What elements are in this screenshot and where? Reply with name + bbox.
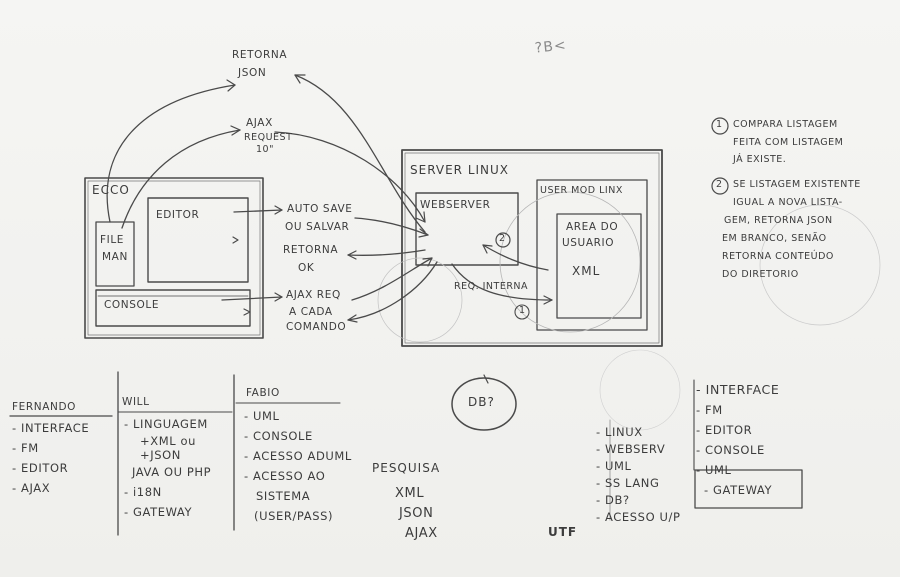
note-2-line-3: GEM, RETORNA JSON	[724, 215, 833, 226]
webserver-box	[415, 192, 519, 266]
ecco-title: ECCO	[92, 183, 130, 197]
xml-label: XML	[572, 264, 601, 278]
will-item: +XML ou	[140, 434, 197, 448]
webserver-label: WEBSERVER	[420, 199, 491, 211]
note-2-line-1: SE LISTAGEM EXISTENTE	[733, 179, 861, 190]
note-1-line-1: COMPARA LISTAGEM	[733, 119, 838, 130]
fabio-title: FABIO	[246, 387, 280, 399]
auto-save-label-2: OU SALVAR	[285, 221, 350, 233]
fabio-item: - ACESSO AO	[244, 469, 326, 483]
right-list-a: - LINUX - WEBSERV - UML - SS LANG - DB? …	[596, 424, 681, 526]
pesquisa-item: XML	[395, 486, 425, 501]
fernando-item: - FM	[12, 441, 39, 455]
file-man-box	[95, 221, 135, 287]
area-usuario-box	[556, 213, 642, 319]
will-item: JAVA OU PHP	[132, 465, 212, 479]
area-usuario-label-1: AREA DO	[566, 221, 619, 233]
note-1-line-2: FEITA COM LISTAGEM	[733, 137, 844, 148]
note-1-line-3: JÁ EXISTE.	[733, 154, 787, 165]
right-list-a-item: - SS LANG	[596, 476, 660, 490]
retorna-json-label-1: RETORNA	[232, 49, 288, 61]
fernando-item: - INTERFACE	[12, 421, 90, 435]
user-mod-linux-label: USER MOD LINX	[540, 185, 623, 196]
fabio-list: - UML - CONSOLE - ACESSO ADUML - ACESSO …	[244, 406, 352, 526]
editor-box	[147, 197, 249, 283]
fabio-item: (USER/PASS)	[254, 509, 334, 523]
ajax-request-label-3: 10"	[256, 144, 274, 155]
user-mod-linux-box	[536, 179, 648, 331]
fernando-item: - EDITOR	[12, 461, 69, 475]
retorna-ok-label-1: RETORNA	[283, 244, 339, 256]
gateway-box	[694, 469, 803, 509]
pesquisa-item: JSON	[399, 506, 434, 521]
right-list-b-item: - INTERFACE	[696, 382, 780, 397]
right-list-a-item: - WEBSERV	[596, 442, 666, 456]
right-list-b-item: - EDITOR	[696, 423, 753, 437]
will-item: +JSON	[140, 448, 181, 462]
right-list-a-item: - LINUX	[596, 425, 643, 439]
pesquisa-list: XML JSON AJAX	[395, 484, 438, 544]
will-item: - GATEWAY	[124, 505, 193, 519]
note-2-line-4: EM BRANCO, SENÃO	[722, 233, 827, 244]
ajax-request-label-1: AJAX	[246, 117, 273, 129]
right-list-b: - INTERFACE - FM - EDITOR - CONSOLE - UM…	[696, 380, 779, 500]
fabio-item: - UML	[244, 409, 280, 423]
fernando-title: FERNANDO	[12, 401, 77, 413]
will-list: - LINGUAGEM +XML ou +JSON JAVA OU PHP - …	[124, 414, 211, 522]
note-2-number: 2	[716, 179, 723, 190]
note-2-line-5: RETORNA CONTEÚDO	[722, 251, 834, 262]
auto-save-label-1: AUTO SAVE	[287, 203, 353, 215]
fabio-item: SISTEMA	[256, 489, 311, 503]
console-box	[95, 289, 251, 327]
retorna-json-label-2: JSON	[238, 67, 267, 79]
ajax-req-label-1: AJAX REQ	[286, 289, 341, 301]
note-1-number: 1	[716, 119, 723, 130]
faint-note: ?B<	[534, 37, 568, 57]
fabio-item: - ACESSO ADUML	[244, 449, 352, 463]
right-list-b-item: - FM	[696, 403, 723, 417]
marker-1: 1	[519, 305, 526, 316]
pesquisa-item: AJAX	[405, 526, 438, 541]
ajax-req-label-3: COMANDO	[286, 321, 347, 333]
note-2-line-2: IGUAL A NOVA LISTA-	[733, 197, 843, 208]
note-2-line-6: DO DIRETORIO	[722, 269, 799, 280]
will-title: WILL	[122, 396, 150, 408]
will-item: - LINGUAGEM	[124, 417, 208, 431]
server-linux-title: SERVER LINUX	[410, 163, 510, 177]
ecco-window-frame	[84, 177, 264, 339]
fernando-list: - INTERFACE - FM - EDITOR - AJAX	[12, 418, 89, 498]
retorna-ok-label-2: OK	[298, 262, 315, 274]
editor-label: EDITOR	[156, 209, 200, 221]
db-bubble-label: DB?	[468, 395, 495, 409]
server-linux-frame	[401, 149, 663, 347]
right-list-a-item: - UML	[596, 459, 632, 473]
marker-2: 2	[499, 233, 506, 244]
right-list-b-item: - GATEWAY	[704, 483, 773, 497]
right-list-b-item: - CONSOLE	[696, 443, 765, 457]
fabio-item: - CONSOLE	[244, 429, 313, 443]
right-list-b-item: - UML	[696, 463, 732, 477]
console-label: CONSOLE	[104, 299, 160, 311]
fernando-item: - AJAX	[12, 481, 51, 495]
pesquisa-title: PESQUISA	[372, 461, 441, 475]
file-man-label-1: FILE	[100, 234, 125, 246]
utf-label: UTF	[548, 525, 578, 539]
db-bubble-outline	[451, 377, 517, 431]
will-item: - i18N	[124, 485, 162, 499]
ajax-req-label-2: A CADA	[289, 306, 333, 318]
file-man-label-2: MAN	[102, 251, 128, 263]
right-list-a-item: - DB?	[596, 493, 630, 507]
req-interna-label: REQ. INTERNA	[454, 281, 529, 292]
area-usuario-label-2: USUARIO	[562, 237, 615, 249]
ajax-request-label-2: REQUEST	[244, 132, 293, 143]
right-list-a-item: - ACESSO U/P	[596, 510, 681, 524]
